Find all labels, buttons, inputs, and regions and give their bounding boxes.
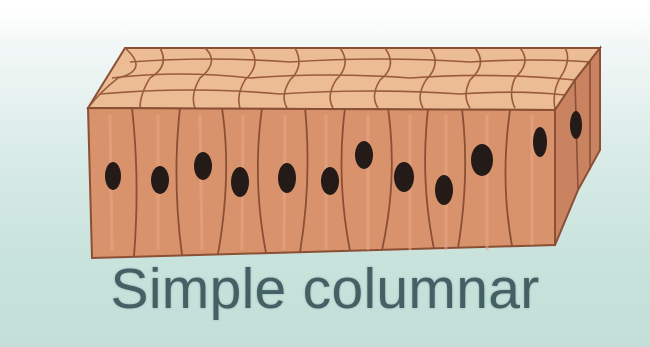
nucleus	[355, 141, 373, 169]
diagram-caption: Simple columnar	[0, 254, 650, 324]
nucleus	[321, 167, 339, 195]
nucleus	[194, 152, 212, 180]
nucleus	[435, 175, 453, 205]
nucleus	[533, 127, 547, 157]
nucleus	[471, 144, 493, 176]
nucleus	[570, 111, 582, 139]
nucleus	[231, 167, 249, 197]
nucleus	[278, 163, 296, 193]
nucleus	[151, 166, 169, 194]
nucleus	[394, 162, 414, 192]
nucleus	[105, 162, 121, 190]
